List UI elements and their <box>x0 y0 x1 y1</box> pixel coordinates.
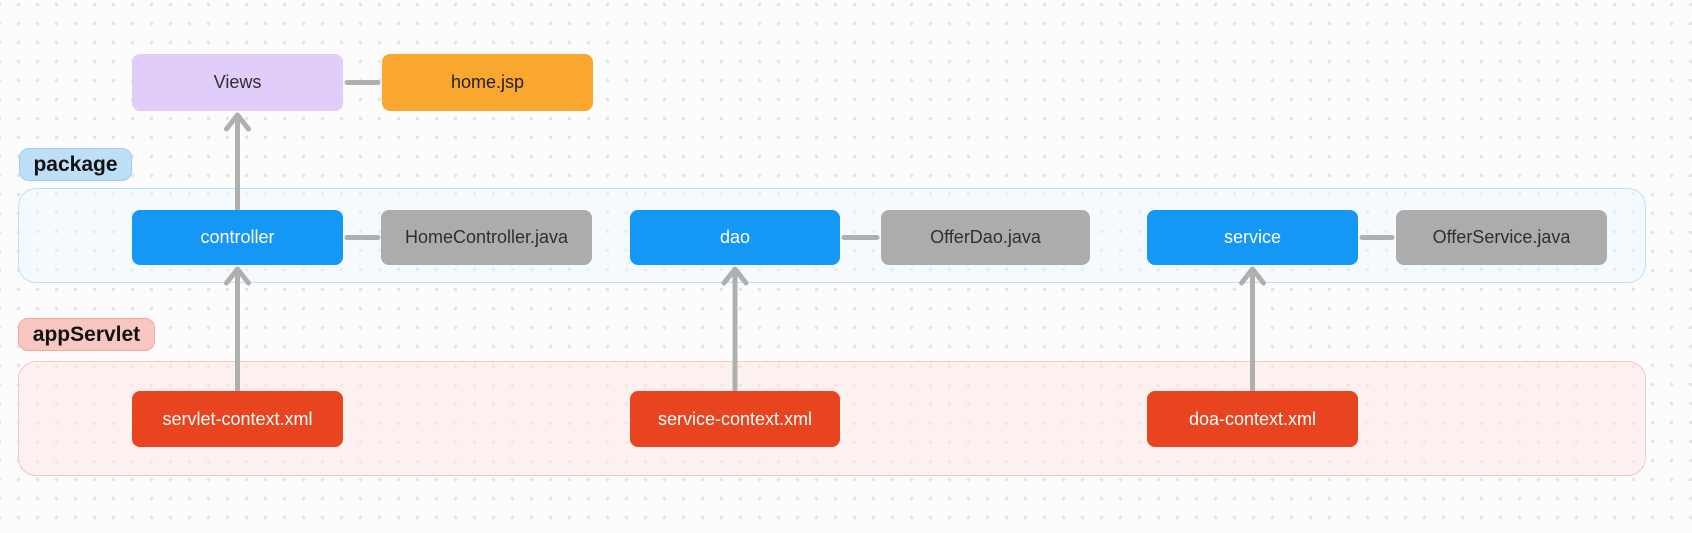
node-offerservice-java[interactable]: OfferService.java <box>1396 210 1607 265</box>
node-homecontroller-java[interactable]: HomeController.java <box>381 210 592 265</box>
node-home-jsp-label: home.jsp <box>450 72 525 92</box>
package-badge[interactable]: package <box>19 148 132 181</box>
node-service-context-label: service-context.xml <box>657 408 813 429</box>
node-dao-label: dao <box>719 227 751 247</box>
node-servlet-context-xml[interactable]: servlet-context.xml <box>132 391 343 447</box>
node-service-package[interactable]: service <box>1147 210 1358 265</box>
node-servlet-context-label: servlet-context.xml <box>162 408 313 429</box>
node-service-label: service <box>1223 227 1281 247</box>
package-badge-label: package <box>33 152 118 176</box>
node-offerservice-label: OfferService.java <box>1432 227 1571 247</box>
node-doa-context-label: doa-context.xml <box>1188 408 1317 429</box>
node-views-label: Views <box>213 72 262 92</box>
appservlet-badge[interactable]: appServlet <box>18 318 155 351</box>
node-home-jsp[interactable]: home.jsp <box>382 54 593 111</box>
node-controller-package[interactable]: controller <box>132 210 343 265</box>
node-offerdao-label: OfferDao.java <box>930 227 1041 247</box>
node-homecontroller-label: HomeController.java <box>404 227 569 247</box>
node-controller-label: controller <box>200 227 275 247</box>
appservlet-badge-label: appServlet <box>32 322 141 346</box>
node-service-context-xml[interactable]: service-context.xml <box>630 391 840 447</box>
node-dao-package[interactable]: dao <box>630 210 840 265</box>
node-doa-context-xml[interactable]: doa-context.xml <box>1147 391 1358 447</box>
node-offerdao-java[interactable]: OfferDao.java <box>881 210 1090 265</box>
node-views[interactable]: Views <box>132 54 343 111</box>
